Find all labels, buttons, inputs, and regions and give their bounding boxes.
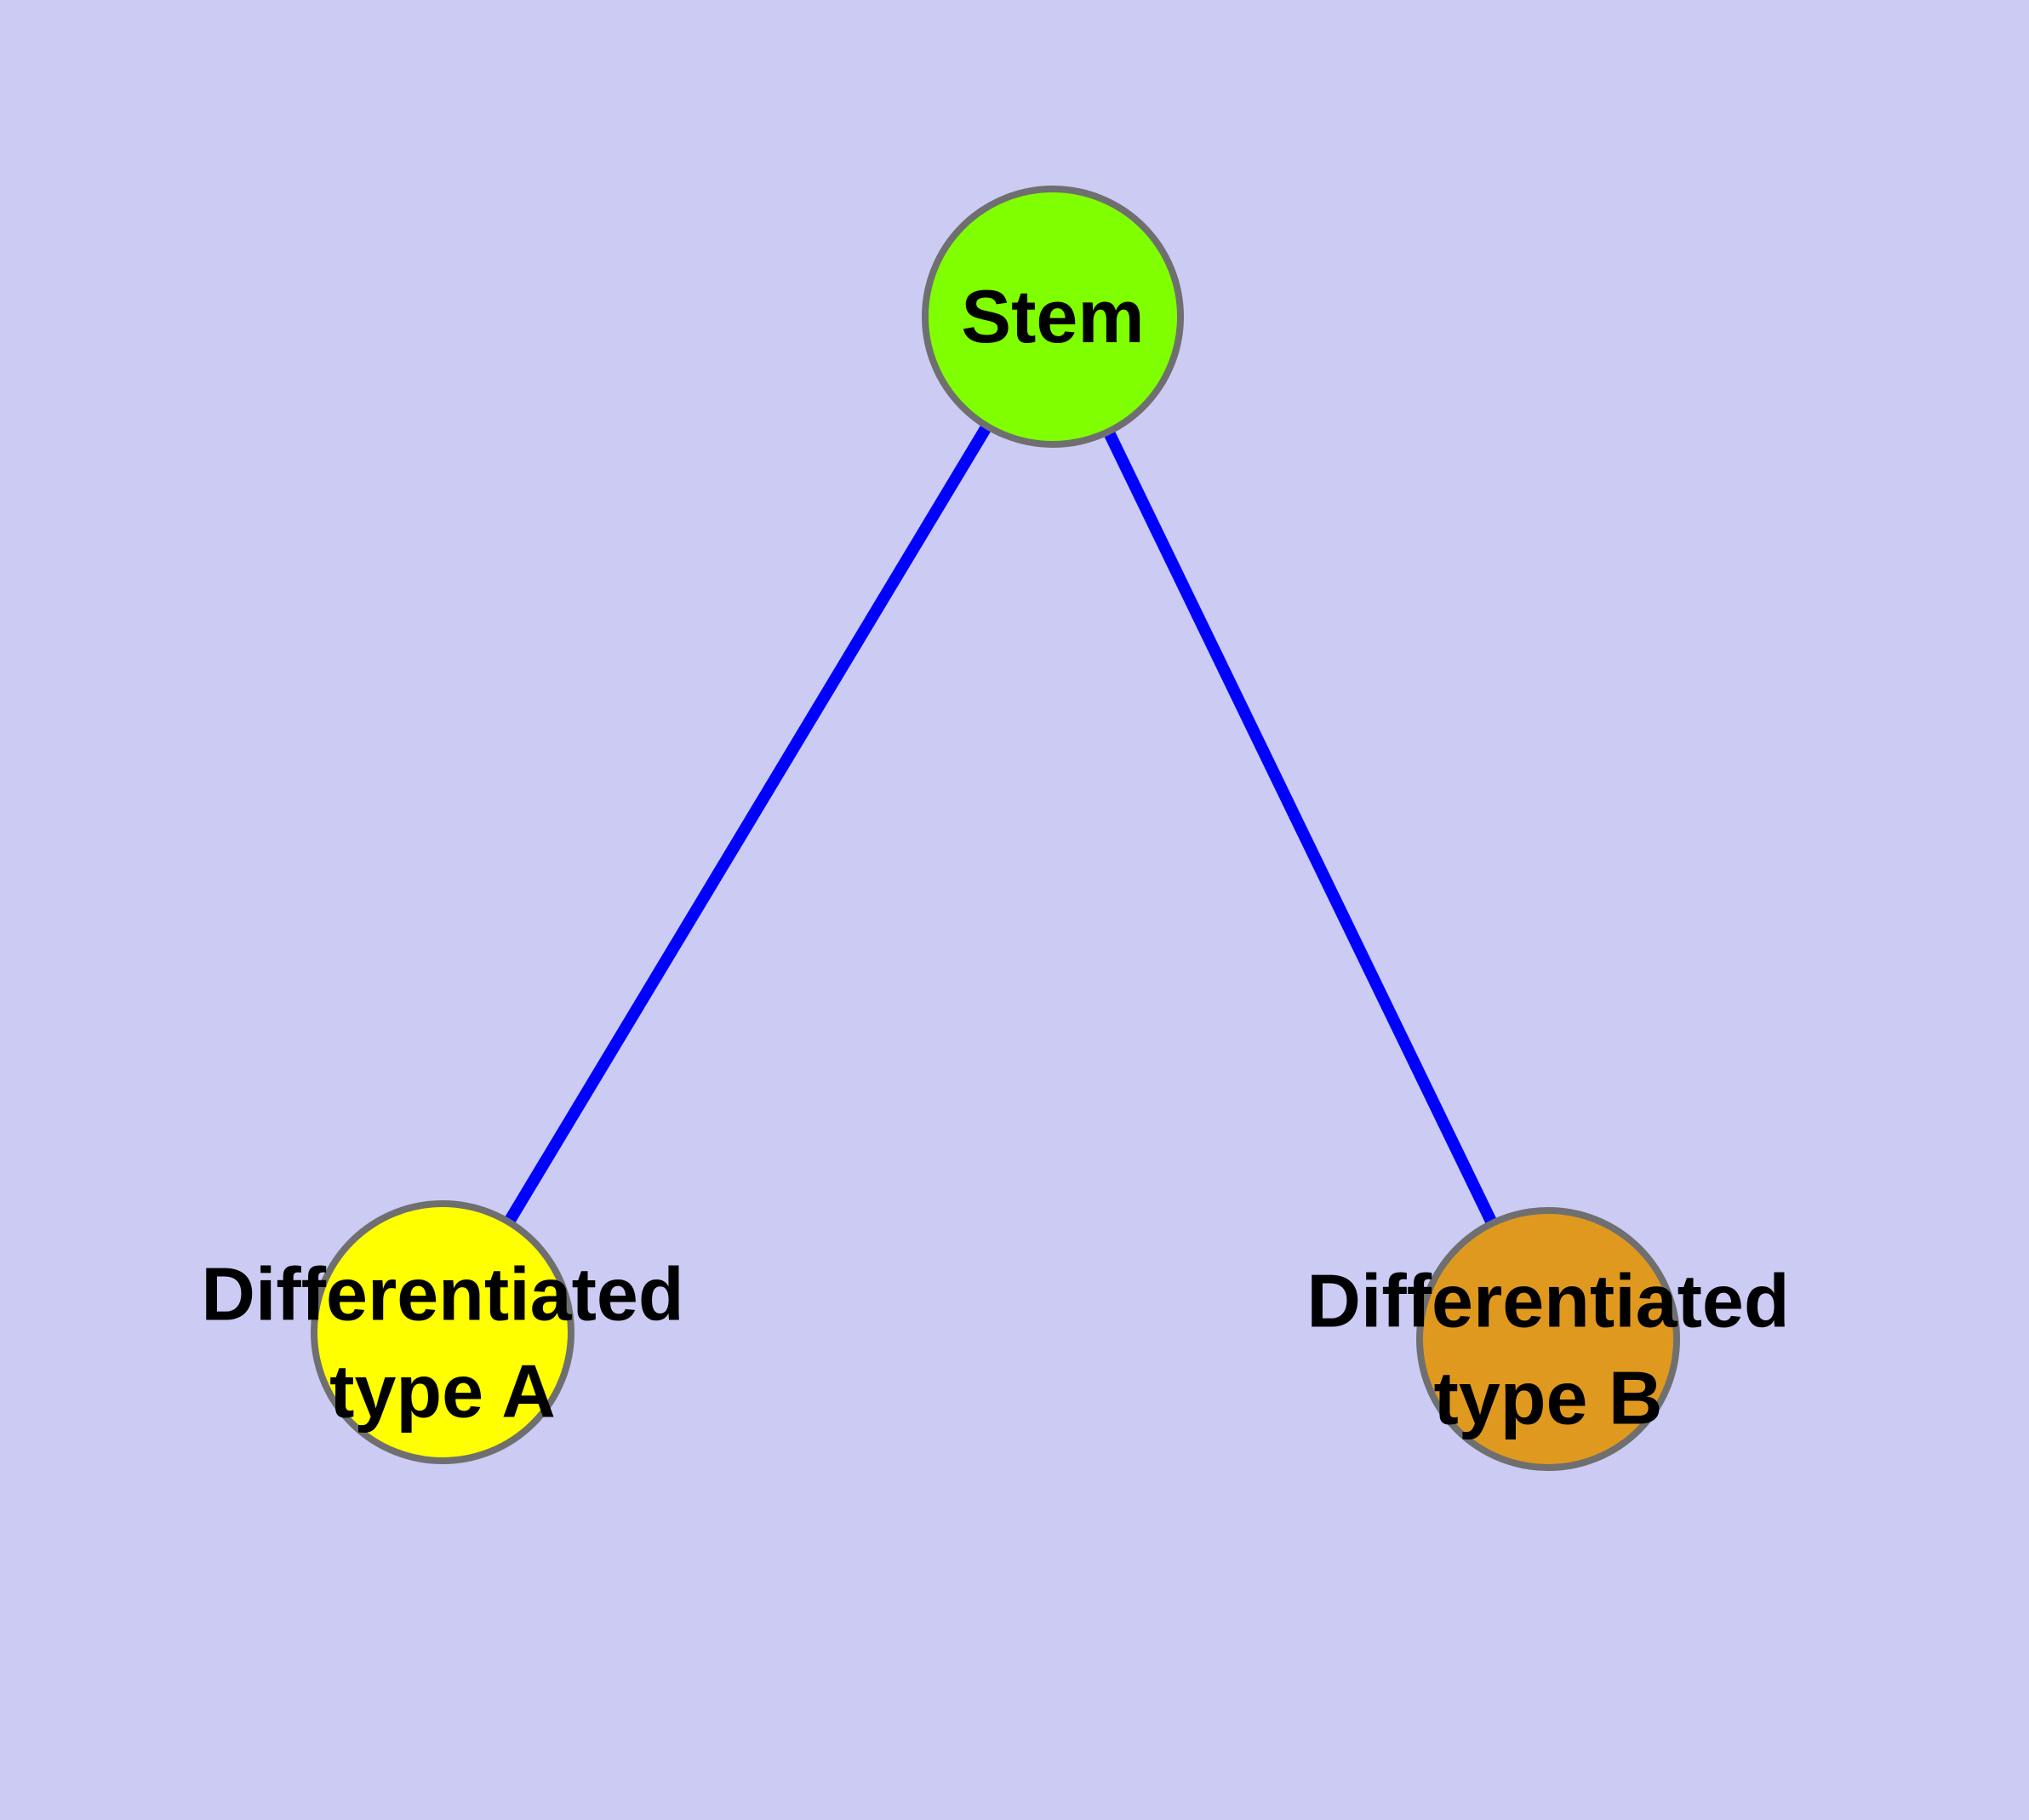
node-type-b-label-line2: type B xyxy=(1433,1356,1663,1440)
node-type-b-circle xyxy=(1416,1207,1680,1471)
node-type-a-label: Differentiated type A xyxy=(201,1246,683,1441)
node-type-b-label: Differentiated type B xyxy=(1306,1253,1789,1448)
node-type-b-label-line1: Differentiated xyxy=(1306,1258,1790,1343)
node-stem-circle xyxy=(922,186,1184,448)
node-type-a-circle xyxy=(311,1200,574,1464)
node-type-a-label-line1: Differentiated xyxy=(201,1251,684,1336)
node-type-a-label-line2: type A xyxy=(329,1349,556,1434)
edge-stem-to-type-b xyxy=(1047,313,1554,1342)
node-stem-label: Stem xyxy=(961,273,1145,358)
edge-stem-to-type-a xyxy=(437,313,1058,1336)
